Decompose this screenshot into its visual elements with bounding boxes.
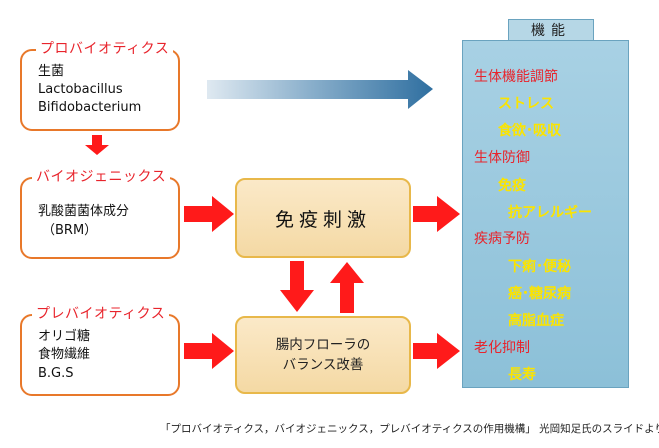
arrow-prebiotics-to-flora (184, 333, 234, 369)
function-category: 老化抑制 (474, 340, 530, 356)
prebiotics-line-2: 食物繊維 (38, 347, 91, 362)
source-caption: 「プロバイオティクス，バイオジェニックス，プレバイオティクスの作用機構」 光岡知… (160, 423, 659, 435)
functions-panel (462, 40, 629, 388)
function-item: 免疫 (498, 178, 526, 194)
immune-stimulation-label: 免疫刺激 (274, 208, 371, 231)
flora-line-1: 腸内フローラの (275, 337, 371, 353)
arrow-biogenics-to-immune (184, 196, 234, 232)
probiotics-line-3: Bifidobacterium (38, 100, 142, 115)
function-item: 抗アレルギー (508, 205, 592, 221)
probiotics-line-1: 生菌 (38, 64, 65, 79)
functions-tab: 機能 (508, 19, 594, 41)
probiotics-box (20, 49, 180, 131)
function-category: 疾病予防 (474, 231, 530, 247)
biogenics-line-1: 乳酸菌菌体成分 (38, 204, 130, 219)
function-item: 癌･糖尿病 (508, 286, 571, 302)
prebiotics-line-3: B.G.S (38, 366, 74, 381)
function-item: 高脂血症 (508, 313, 564, 329)
prebiotics-box (20, 314, 180, 396)
arrow-flora-to-immune (330, 262, 364, 313)
arrow-immune-to-functions (413, 196, 460, 232)
prebiotics-line-1: オリゴ糖 (38, 329, 91, 344)
biogenics-title: バイオジェニックス (32, 166, 171, 186)
arrow-flora-to-functions (413, 333, 460, 369)
probiotics-title: プロバイオティクス (36, 38, 174, 58)
probiotics-line-2: Lactobacillus (38, 82, 123, 97)
flora-balance-box: 腸内フローラの バランス改善 (235, 316, 411, 394)
big-blue-arrow (207, 70, 433, 109)
function-item: 長寿 (508, 367, 536, 383)
function-category: 生体防御 (474, 150, 530, 166)
function-item: 食欲･吸収 (498, 123, 561, 139)
prebiotics-title: プレバイオティクス (32, 303, 170, 323)
function-item: 下痢･便秘 (508, 259, 571, 275)
arrow-immune-to-flora (280, 261, 314, 312)
function-item: ストレス (498, 96, 554, 112)
function-category: 生体機能調節 (474, 69, 558, 85)
immune-stimulation-box: 免疫刺激 (235, 178, 411, 258)
flora-line-2: バランス改善 (282, 357, 364, 373)
down-arrow-probiotics (85, 135, 109, 155)
biogenics-line-2: （BRM） (42, 223, 98, 238)
